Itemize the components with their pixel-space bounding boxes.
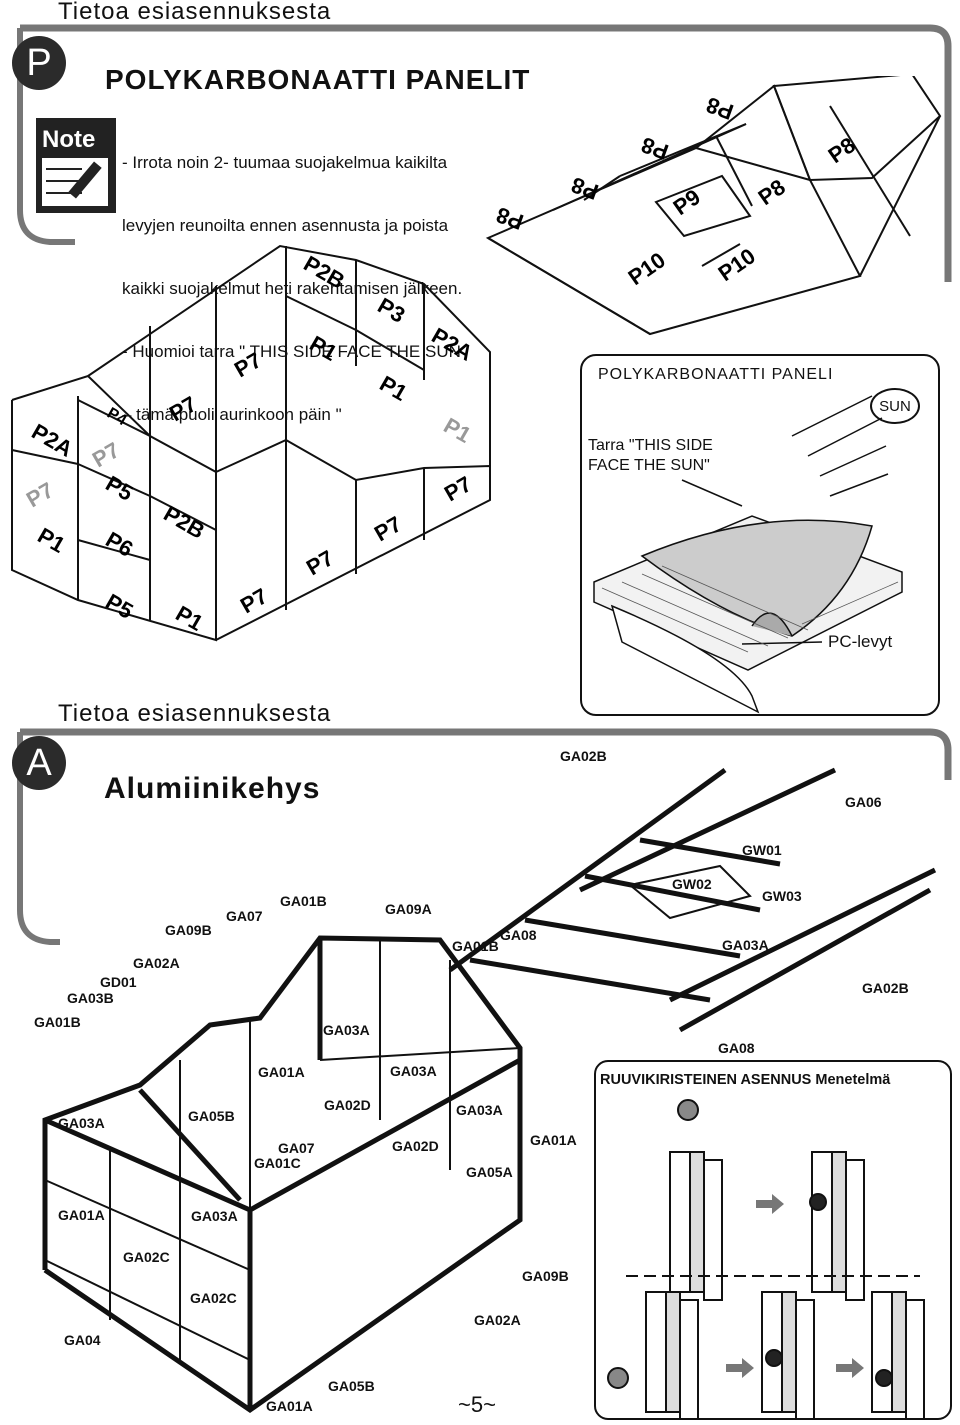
screw-assembly-illustration (607, 1099, 925, 1418)
part-label: GA01A (58, 1207, 105, 1223)
part-label: GW02 (672, 876, 712, 892)
part-label: GA01B (34, 1014, 81, 1030)
section-a-badge: A (12, 736, 66, 790)
note-line: levyjen reunoilta ennen asennusta ja poi… (122, 216, 449, 235)
wall-label: P7 (165, 391, 201, 426)
part-label: GA02D (324, 1097, 371, 1113)
note-label: Note (42, 126, 96, 153)
part-label: GA05B (328, 1378, 375, 1394)
section-a-frame (17, 728, 952, 945)
roof-label: P8 (493, 202, 527, 235)
panel-info-box: POLYKARBONAATTI PANELI SUN Tarra "THIS S… (580, 354, 940, 716)
part-label: GA01B (280, 893, 327, 909)
part-label: GA02B (560, 748, 607, 764)
wall-panel-diagram: P2B P3 P2A P1 P1 P1 P7 P7 P7 P4 P2A P7 P… (11, 244, 491, 642)
part-label: GA08 (500, 927, 537, 943)
part-label: GA01B (452, 938, 499, 954)
section-a-title: Alumiinikehys (104, 772, 321, 805)
sticker-label: Tarra "THIS SIDE FACE THE SUN" (588, 436, 713, 476)
section-p-title: POLYKARBONAATTI PANELIT (105, 64, 531, 95)
part-label: GA02C (123, 1249, 170, 1265)
roof-label: P8 (754, 174, 790, 210)
wall-label: P1 (172, 601, 208, 636)
part-label: GA03A (456, 1102, 503, 1118)
roof-panel-diagram: P8 P8 P8 P8 P8 P9 P8 P10 P10 (485, 76, 942, 336)
main-frame-diagram (42, 935, 523, 1414)
note-line: - Irrota noin 2- tuumaa suojakelmua kaik… (122, 153, 448, 172)
note-line: – tämä puoli aurinkoon päin " (122, 405, 342, 424)
section-p-badge: P (12, 36, 66, 90)
roof-label: P9 (669, 184, 705, 220)
part-label: GW03 (762, 888, 802, 904)
section-a-header: Tietoa esiasennuksesta (58, 700, 332, 727)
wall-label: P3 (374, 293, 410, 328)
part-label: GA02A (133, 955, 180, 971)
part-label: GA02B (862, 980, 909, 996)
roof-frame-diagram (448, 767, 937, 1033)
part-label: GW01 (742, 842, 782, 858)
panel-box-title: POLYKARBONAATTI PANELI (598, 366, 834, 383)
page-number: ~5~ (458, 1392, 496, 1417)
wall-label: P7 (88, 437, 124, 472)
wall-label: P4 (104, 405, 130, 430)
roof-label: P10 (624, 247, 670, 290)
sun-badge: SUN (870, 388, 920, 424)
roof-label: P8 (568, 172, 602, 205)
part-label: GA01A (530, 1132, 577, 1148)
wall-label: P1 (306, 331, 342, 366)
section-p-header: Tietoa esiasennuksesta (58, 0, 332, 25)
part-label: GA05B (188, 1108, 235, 1124)
wall-label: P6 (102, 527, 138, 562)
part-label: GA08 (718, 1040, 755, 1056)
part-label: GA03A (191, 1208, 238, 1224)
part-label: GA03A (722, 937, 769, 953)
part-label: GA03B (67, 990, 114, 1006)
part-label: GA01A (258, 1064, 305, 1080)
wall-label: P7 (370, 511, 406, 546)
part-label: GA09B (165, 922, 212, 938)
wall-label: P1 (34, 523, 70, 558)
wall-label: P7 (236, 583, 272, 618)
part-label: GA09A (385, 901, 432, 917)
screw-assembly-box: RUUVIKIRISTEINEN ASENNUS Menetelmä (594, 1060, 952, 1420)
pc-label: PC-levyt (828, 632, 893, 651)
note-text: - Irrota noin 2- tuumaa suojakelmua kaik… (122, 110, 462, 446)
part-label: GA04 (64, 1332, 101, 1348)
roof-label: P8 (824, 132, 860, 168)
wall-label: P1 (376, 371, 412, 406)
part-label: GA01C (254, 1155, 301, 1171)
sticker-line: FACE THE SUN" (588, 457, 710, 474)
roof-label: P10 (714, 243, 760, 286)
note-icon: Note (36, 118, 116, 213)
section-p-frame (17, 24, 952, 282)
wall-label: P7 (230, 347, 266, 382)
part-label: GA07 (226, 908, 263, 924)
part-label: GA03A (323, 1022, 370, 1038)
wall-label: P7 (302, 545, 338, 580)
wall-label: P5 (102, 589, 138, 624)
sticker-line: Tarra "THIS SIDE (588, 437, 713, 454)
note-line: - Huomioi tarra " THIS SIDE FACE THE SUN (122, 342, 461, 361)
part-label: GA06 (845, 794, 882, 810)
part-label: GA07 (278, 1140, 315, 1156)
part-label: GA02D (392, 1138, 439, 1154)
part-label: GA02C (190, 1290, 237, 1306)
sun-label: SUN (879, 397, 911, 415)
part-label: GA03A (390, 1063, 437, 1079)
part-label: GA03A (58, 1115, 105, 1131)
part-label: GA09B (522, 1268, 569, 1284)
screw-box-title: RUUVIKIRISTEINEN ASENNUS Menetelmä (600, 1072, 891, 1088)
wall-label: P1 (440, 413, 476, 448)
wall-label: P2A (428, 323, 478, 366)
part-label: GD01 (100, 974, 137, 990)
part-label: GA01A (266, 1398, 313, 1414)
wall-label: P2B (160, 501, 210, 544)
polycarbonate-sheet-illustration (593, 395, 903, 714)
part-label: GA05A (466, 1164, 513, 1180)
wall-label: P7 (440, 471, 476, 506)
part-label: GA02A (474, 1312, 521, 1328)
wall-label: P7 (22, 477, 58, 512)
